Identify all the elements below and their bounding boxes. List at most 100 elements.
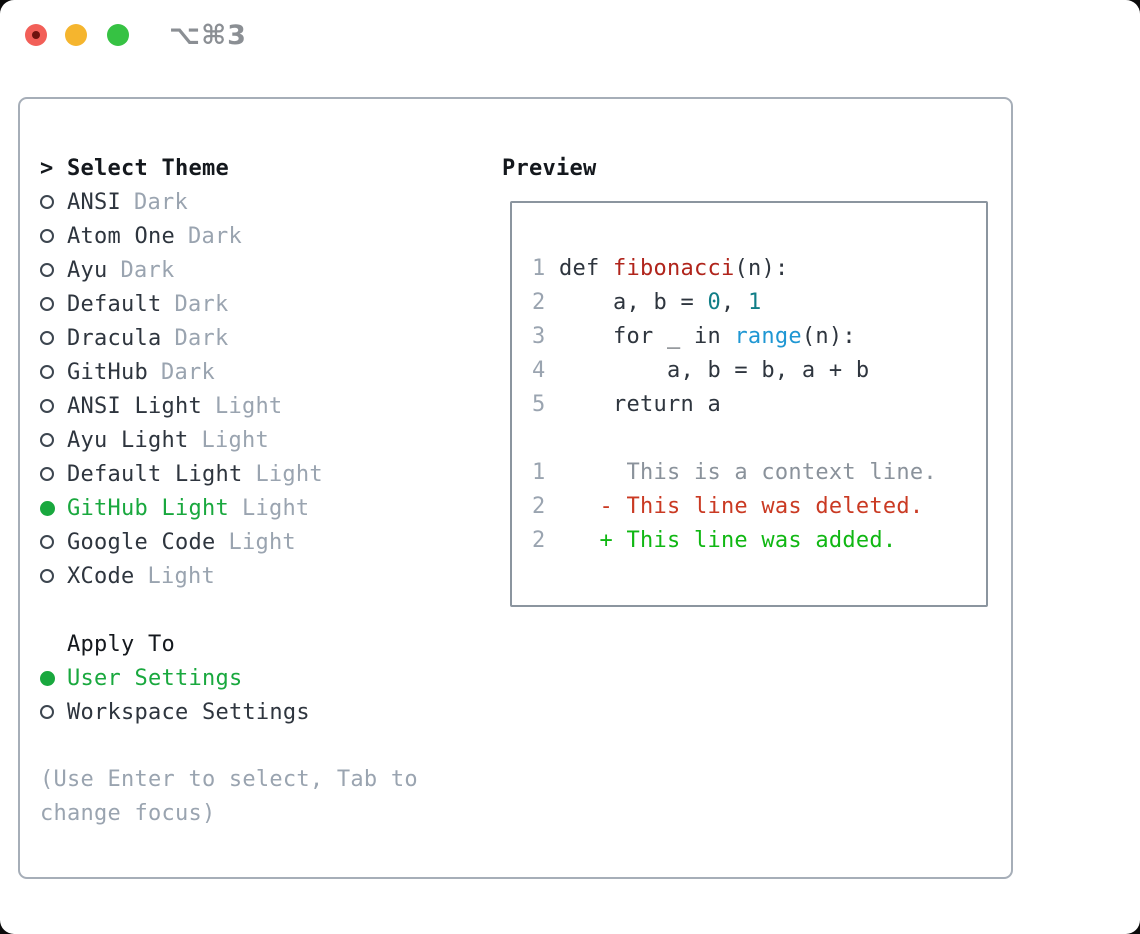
prompt-icon: > (40, 155, 54, 181)
theme-option-github-light[interactable]: GitHub Light Light (40, 491, 418, 525)
preview-line: 2 a, b = 0, 1 (532, 286, 986, 320)
theme-option-label: Google Code (67, 529, 216, 555)
code-segment: + This line was added. (559, 528, 897, 553)
code-segment: - This line was deleted. (559, 494, 924, 519)
radio-icon (40, 297, 54, 311)
apply-option-workspace-settings[interactable]: Workspace Settings (40, 695, 418, 729)
code-segment: for _ in (559, 324, 735, 349)
code-segment: fibonacci (612, 256, 735, 281)
line-number: 2 (532, 494, 546, 519)
theme-option-ansi[interactable]: ANSI Dark (40, 185, 418, 219)
theme-variant-label: Dark (160, 359, 215, 385)
code-segment: 0 (707, 290, 721, 315)
window-title: ⌥⌘3 (169, 20, 247, 51)
theme-variant-label: Light (201, 427, 269, 453)
radio-icon (40, 195, 54, 209)
apply-option-label: Workspace Settings (67, 699, 310, 725)
radio-icon (40, 705, 54, 719)
code-segment: (n): (734, 256, 789, 281)
theme-option-default-light[interactable]: Default Light Light (40, 457, 418, 491)
theme-option-label: GitHub Light (67, 495, 229, 521)
radio-selected-icon (40, 670, 55, 686)
theme-variant-label: Light (147, 563, 215, 589)
preview-line (532, 422, 986, 456)
theme-option-google-code[interactable]: Google Code Light (40, 525, 418, 559)
theme-option-label: Dracula (67, 325, 162, 351)
zoom-button[interactable] (107, 24, 129, 46)
spacer (40, 729, 418, 763)
preview-line: 5 return a (532, 388, 986, 422)
radio-icon (40, 229, 54, 243)
radio-icon (40, 569, 54, 583)
minimize-button[interactable] (65, 24, 87, 46)
code-segment: a, b = b, a + b (559, 358, 870, 383)
line-number: 1 (532, 256, 546, 281)
theme-variant-label: Light (255, 461, 323, 487)
titlebar: ⌥⌘3 (0, 0, 1140, 72)
theme-option-xcode[interactable]: XCode Light (40, 559, 418, 593)
apply-to-header-row: Apply To (40, 627, 418, 661)
theme-variant-label: Dark (133, 189, 188, 215)
code-segment: 1 (747, 290, 762, 315)
code-segment: range (734, 324, 802, 349)
theme-variant-label: Light (241, 495, 310, 521)
theme-option-ayu-light[interactable]: Ayu Light Light (40, 423, 418, 457)
apply-option-user-settings[interactable]: User Settings (40, 661, 418, 695)
radio-icon (40, 467, 54, 481)
apply-option-label: User Settings (67, 665, 243, 691)
theme-option-label: Atom One (67, 223, 175, 249)
theme-variant-label: Dark (174, 291, 229, 317)
select-theme-header: > Select Theme (40, 151, 418, 185)
preview-line: 2 - This line was deleted. (532, 490, 986, 524)
apply-to-title: Apply To (67, 631, 175, 657)
code-segment: This is a context line. (559, 460, 937, 485)
theme-variant-label: Dark (174, 325, 229, 351)
code-segment: (n): (801, 324, 856, 349)
radio-icon (40, 399, 54, 413)
code-segment: , (720, 290, 748, 315)
code-segment: return a (559, 392, 721, 417)
close-button[interactable] (25, 24, 47, 46)
line-number: 2 (532, 528, 546, 553)
preview-line: 3 for _ in range(n): (532, 320, 986, 354)
theme-option-label: Default (67, 291, 162, 317)
theme-option-label: XCode (67, 563, 135, 589)
theme-option-label: GitHub (67, 359, 148, 385)
preview-line: 2 + This line was added. (532, 524, 986, 558)
theme-option-label: Ayu (67, 257, 108, 283)
line-number: 3 (532, 324, 546, 349)
theme-option-label: ANSI (67, 189, 121, 215)
theme-option-ansi-light[interactable]: ANSI Light Light (40, 389, 418, 423)
radio-icon (40, 331, 54, 345)
line-number: 1 (532, 460, 546, 485)
preview-title: Preview (502, 155, 597, 181)
radio-icon (40, 263, 54, 277)
unsaved-dot-icon (32, 31, 40, 39)
line-number: 5 (532, 392, 546, 417)
theme-option-label: Ayu Light (67, 427, 189, 453)
code-segment: a, b = (559, 290, 708, 315)
theme-option-label: ANSI Light (67, 393, 202, 419)
theme-option-default[interactable]: Default Dark (40, 287, 418, 321)
theme-variant-label: Light (214, 393, 283, 419)
radio-icon (40, 365, 54, 379)
radio-selected-icon (40, 500, 55, 516)
line-number: 4 (532, 358, 546, 383)
preview-line: 1 This is a context line. (532, 456, 986, 490)
select-theme-title: Select Theme (67, 155, 229, 181)
line-number: 2 (532, 290, 546, 315)
theme-option-github[interactable]: GitHub Dark (40, 355, 418, 389)
theme-option-dracula[interactable]: Dracula Dark (40, 321, 418, 355)
radio-icon (40, 535, 54, 549)
theme-variant-label: Light (228, 529, 296, 555)
preview-line: 4 a, b = b, a + b (532, 354, 986, 388)
theme-option-label: Default Light (67, 461, 243, 487)
